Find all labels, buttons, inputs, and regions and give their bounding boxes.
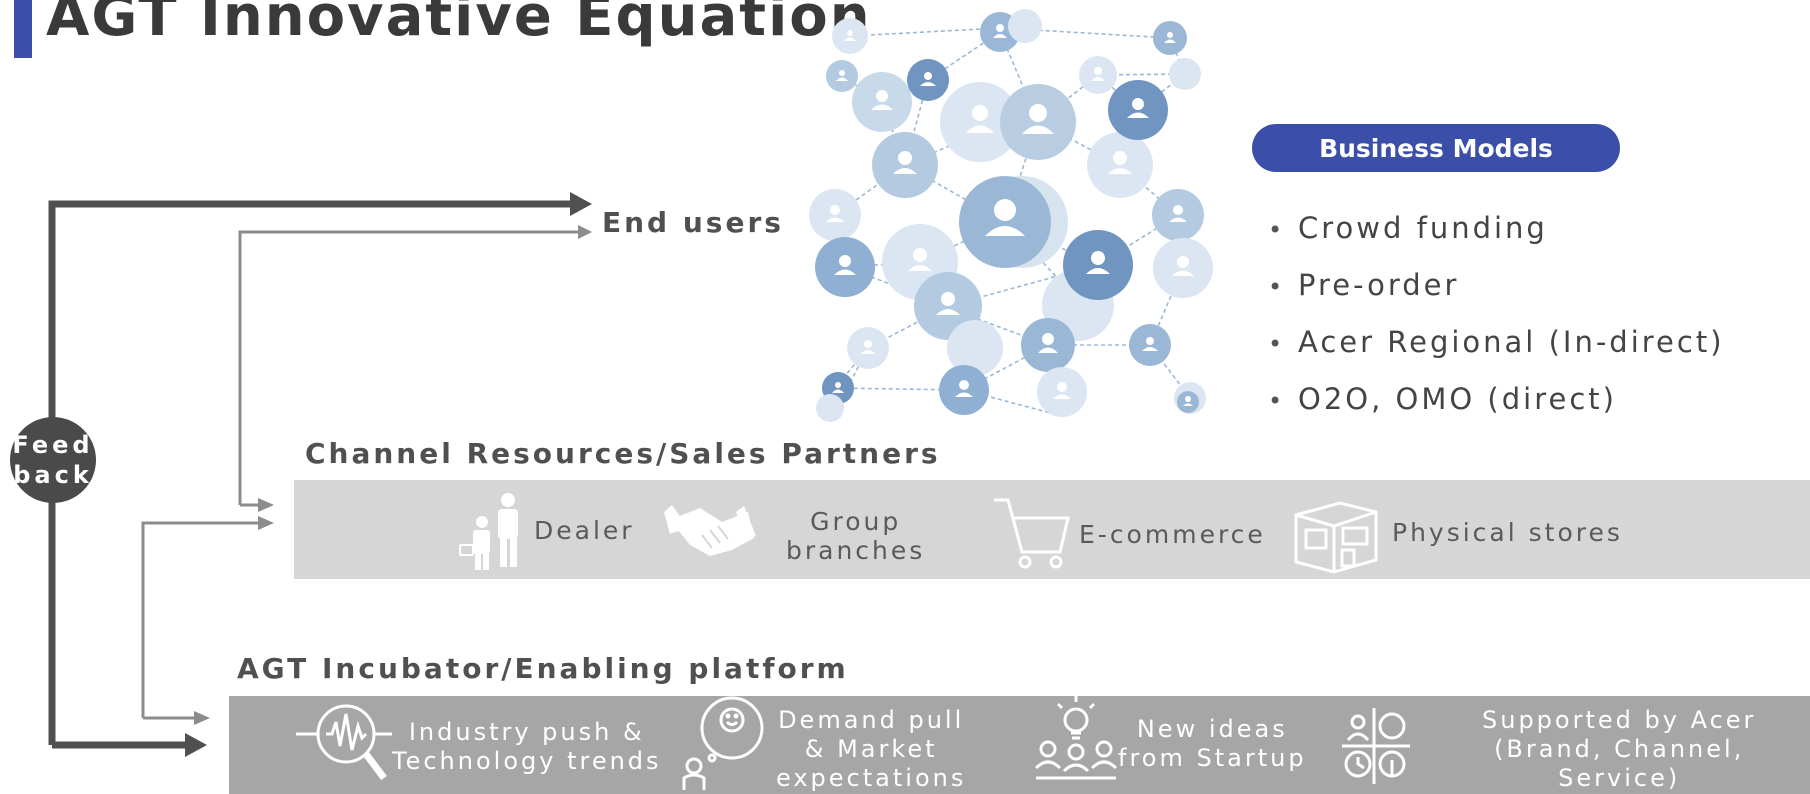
feedback-arrow-top-head	[570, 192, 592, 216]
channel-item-physical-stores: Physical stores	[1392, 518, 1623, 547]
title-accent-bar	[14, 0, 32, 58]
end-users-label: End users	[602, 206, 784, 239]
thought-bubble-person-icon	[682, 696, 764, 790]
connector-to-channel-head-2	[258, 516, 274, 530]
connector-to-channel	[141, 521, 262, 718]
channel-item-ecommerce: E-commerce	[1079, 520, 1266, 549]
feedback-arrow-bottom-head	[185, 733, 207, 757]
feedback-line2: back	[13, 461, 93, 489]
connector-to-channel-head-1	[258, 498, 274, 512]
network-person-icons	[826, 24, 1194, 406]
incubator-item-industry: Industry push & Technology trends	[392, 718, 662, 775]
brand-grid-icon	[1342, 708, 1410, 784]
store-front-icon	[1294, 501, 1378, 574]
channel-item-group-branches: Group branches	[786, 507, 926, 565]
incubator-heading: AGT Incubator/Enabling platform	[237, 652, 849, 685]
channel-item-dealer: Dealer	[534, 516, 635, 545]
handshake-icon	[664, 505, 756, 556]
page-title: AGT Innovative Equation	[46, 0, 872, 49]
list-item: •Pre-order	[1268, 268, 1460, 302]
incubator-band	[229, 696, 1810, 794]
channel-heading: Channel Resources/Sales Partners	[305, 437, 941, 470]
incubator-item-demand: Demand pull & Market expectations	[776, 706, 967, 792]
shopping-cart-icon	[994, 498, 1070, 569]
list-item: •O2O, OMO (direct)	[1268, 382, 1617, 416]
connector-to-incubator-head	[194, 711, 210, 725]
business-models-list: •Crowd funding •Pre-order •Acer Regional…	[1268, 204, 1725, 432]
list-item: •Acer Regional (In-direct)	[1268, 325, 1725, 359]
lightbulb-team-icon	[1034, 696, 1118, 780]
feedback-arrow-top	[48, 200, 570, 745]
feedback-circle: Feed back	[10, 417, 96, 503]
incubator-item-startup: New ideas from Startup	[1118, 715, 1307, 772]
business-models-heading: Business Models	[1252, 124, 1620, 172]
connector-to-end-users	[238, 230, 580, 505]
magnifier-waveform-icon	[296, 704, 392, 781]
feedback-line1: Feed	[12, 431, 94, 459]
incubator-item-acer: Supported by Acer (Brand, Channel, Servi…	[1482, 706, 1757, 792]
dealer-people-icon	[459, 493, 518, 570]
list-item: •Crowd funding	[1268, 211, 1548, 245]
